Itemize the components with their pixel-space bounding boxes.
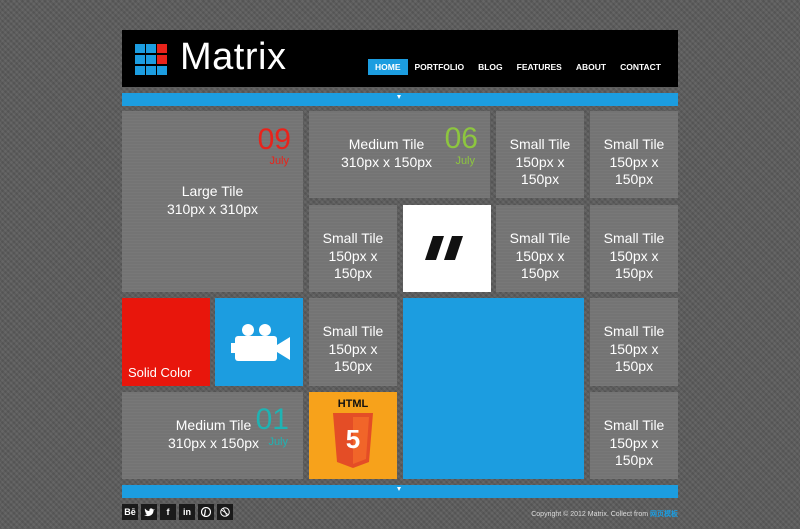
tile-size: 150px x 150px (328, 248, 378, 281)
small-tile[interactable]: Small Tile 150px x 150px (590, 298, 678, 386)
small-tile[interactable]: Small Tile 150px x 150px (590, 205, 678, 292)
html5-label: HTML (337, 398, 369, 410)
nav-contact[interactable]: CONTACT (620, 62, 661, 72)
tile-size: 310px x 150px (167, 435, 260, 451)
small-tile[interactable]: Small Tile 150px x 150px (496, 205, 584, 292)
facebook-icon[interactable]: f (160, 504, 176, 520)
tile-title: Small Tile (322, 230, 384, 246)
small-tile[interactable]: Small Tile 150px x 150px (496, 111, 584, 198)
blue-tile[interactable] (403, 298, 584, 479)
nav-about[interactable]: ABOUT (575, 62, 607, 72)
small-tile[interactable]: Small Tile 150px x 150px (309, 205, 397, 292)
behance-icon[interactable]: Bē (122, 504, 138, 520)
social-icons: Bē f in (122, 504, 233, 520)
date-day: 01 (255, 403, 289, 436)
tile-title: Small Tile (603, 323, 665, 339)
date-day: 06 (444, 122, 478, 155)
tile-title: Small Tile (603, 417, 665, 433)
tile-size: 150px x 150px (515, 154, 565, 187)
medium-tile[interactable]: Medium Tile 310px x 150px 01 July (122, 392, 303, 479)
twitter-icon[interactable] (141, 504, 157, 520)
windows-logo-icon[interactable] (135, 44, 169, 76)
top-toggle-bar[interactable] (122, 93, 678, 106)
copyright-text: Copyright © 2012 Matrix. Collect from 网页… (531, 509, 678, 519)
linkedin-icon[interactable]: in (179, 504, 195, 520)
tile-size: 150px x 150px (609, 154, 659, 187)
tile-title: Small Tile (509, 230, 571, 246)
tile-size: 150px x 150px (328, 341, 378, 374)
date-day: 09 (257, 123, 291, 156)
date-month: July (268, 436, 288, 448)
arrow-down-icon (397, 487, 401, 491)
dribbble-icon[interactable] (217, 504, 233, 520)
arrow-down-icon (397, 95, 401, 99)
quote-tile[interactable] (403, 205, 491, 292)
date-month: July (269, 155, 289, 167)
tile-size: 150px x 150px (609, 435, 659, 468)
video-tile[interactable] (215, 298, 303, 386)
tile-size: 150px x 150px (609, 341, 659, 374)
tile-title: Small Tile (603, 230, 665, 246)
tile-title: Medium Tile (348, 136, 425, 152)
date-month: July (455, 155, 475, 167)
nav-features[interactable]: FEATURES (516, 62, 562, 72)
tile-size: 310px x 150px (340, 154, 433, 170)
tile-label: Solid Color (128, 365, 192, 380)
site-header: Matrix HOME PORTFOLIO BLOG FEATURES ABOU… (122, 30, 678, 87)
large-tile[interactable]: 09 July Large Tile 310px x 310px (122, 111, 303, 292)
quote-icon (425, 236, 463, 260)
bottom-toggle-bar[interactable] (122, 485, 678, 498)
small-tile[interactable]: Small Tile 150px x 150px (309, 298, 397, 386)
copyright-link[interactable]: 网页模板 (650, 511, 678, 518)
site-title[interactable]: Matrix (180, 36, 287, 78)
nav-home[interactable]: HOME (368, 59, 408, 75)
solid-color-tile[interactable]: Solid Color (122, 298, 210, 386)
html5-tile[interactable]: HTML 5 (309, 392, 397, 479)
html5-shield-icon (333, 413, 373, 468)
pinterest-icon[interactable] (198, 504, 214, 520)
small-tile[interactable]: Small Tile 150px x 150px (590, 392, 678, 479)
main-nav: HOME PORTFOLIO BLOG FEATURES ABOUT CONTA… (368, 59, 668, 75)
tile-size: 150px x 150px (515, 248, 565, 281)
tile-title: Medium Tile (175, 417, 252, 433)
html5-number: 5 (345, 424, 361, 454)
copyright-label: Copyright © 2012 Matrix. Collect from (531, 511, 649, 518)
small-tile[interactable]: Small Tile 150px x 150px (590, 111, 678, 198)
tile-title: Small Tile (603, 136, 665, 152)
video-camera-icon (231, 324, 290, 361)
tile-size: 150px x 150px (609, 248, 659, 281)
nav-blog[interactable]: BLOG (478, 62, 503, 72)
nav-portfolio[interactable]: PORTFOLIO (414, 62, 465, 72)
tile-title: Small Tile (322, 323, 384, 339)
tile-title: Large Tile (181, 183, 244, 199)
tile-title: Small Tile (509, 136, 571, 152)
tile-size: 310px x 310px (166, 201, 259, 217)
medium-tile[interactable]: Medium Tile 310px x 150px 06 July (309, 111, 490, 198)
